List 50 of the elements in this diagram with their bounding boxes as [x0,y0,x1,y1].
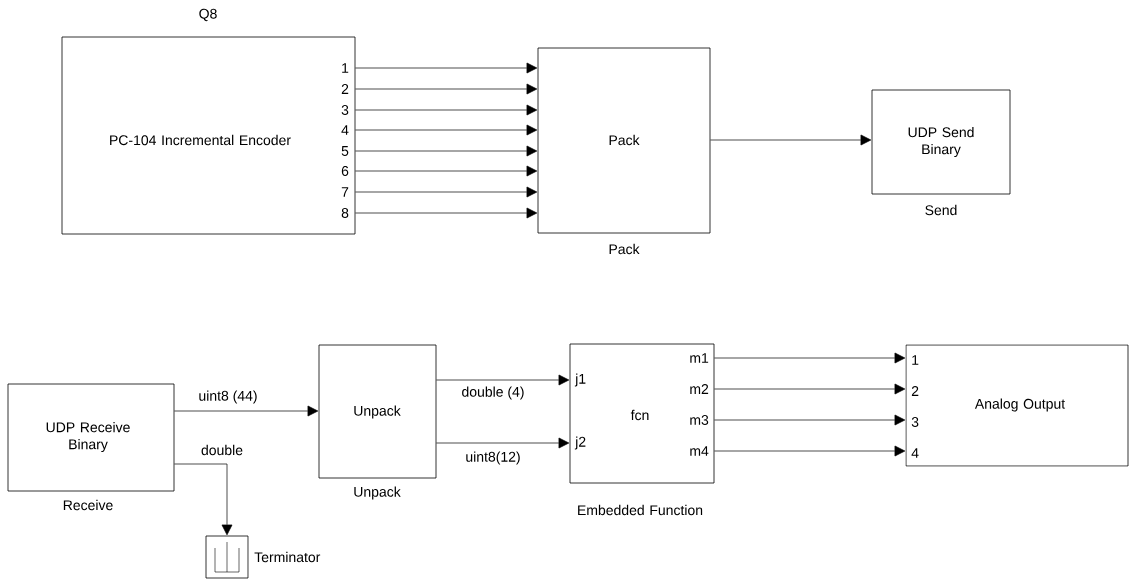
unpack-block: Unpack [318,344,437,479]
port-label: 4 [911,448,919,458]
port-label: 4 [341,125,349,135]
arrow [355,104,538,116]
port-label: 3 [341,105,349,115]
port-label: 1 [912,355,919,365]
block-caption: Receive [63,499,113,511]
edge-label: double [200,443,245,457]
port-label: m2 [690,384,709,394]
port-label: 6 [341,166,349,176]
edge-label: uint8(12) [464,450,522,466]
arrow [355,165,538,177]
port-label: 1 [342,63,349,73]
arrow [436,437,570,449]
edge-label: double (4) [460,385,526,401]
arrow [355,83,538,95]
arrow [355,62,538,74]
block-caption: Pack [609,243,640,255]
receive-block: UDP Receive Binary [7,383,175,492]
pack-block: Pack [537,47,711,234]
port-label: j2 [574,436,586,450]
port-label: 2 [341,84,349,94]
arrow [355,124,538,136]
arrow [174,463,233,536]
port-label: 7 [341,187,349,197]
arrow [714,414,906,426]
port-label: m3 [690,415,709,425]
send-block: UDP Send Binary [871,89,1011,195]
arrow [355,186,538,198]
block-caption: Terminator [254,551,321,563]
block-caption: Embedded Function [578,504,703,516]
port-label: j1 [574,373,586,387]
block-caption: Unpack [354,486,401,500]
arrow [355,207,538,219]
arrow [355,145,538,157]
edge-label: uint8 (44) [197,389,259,405]
port-label: 2 [911,386,919,396]
port-label: 8 [341,208,349,218]
arrow [714,445,906,457]
block-caption: Send [925,204,957,216]
port-label: m1 [690,353,709,363]
arrow [714,352,906,364]
arrow [174,405,319,417]
port-label: 3 [911,417,919,427]
arrow [436,374,570,386]
arrow [710,134,872,146]
port-label: m4 [690,446,709,456]
block-title: Q8 [199,8,217,22]
arrow [714,383,906,395]
port-label: 5 [341,146,349,156]
